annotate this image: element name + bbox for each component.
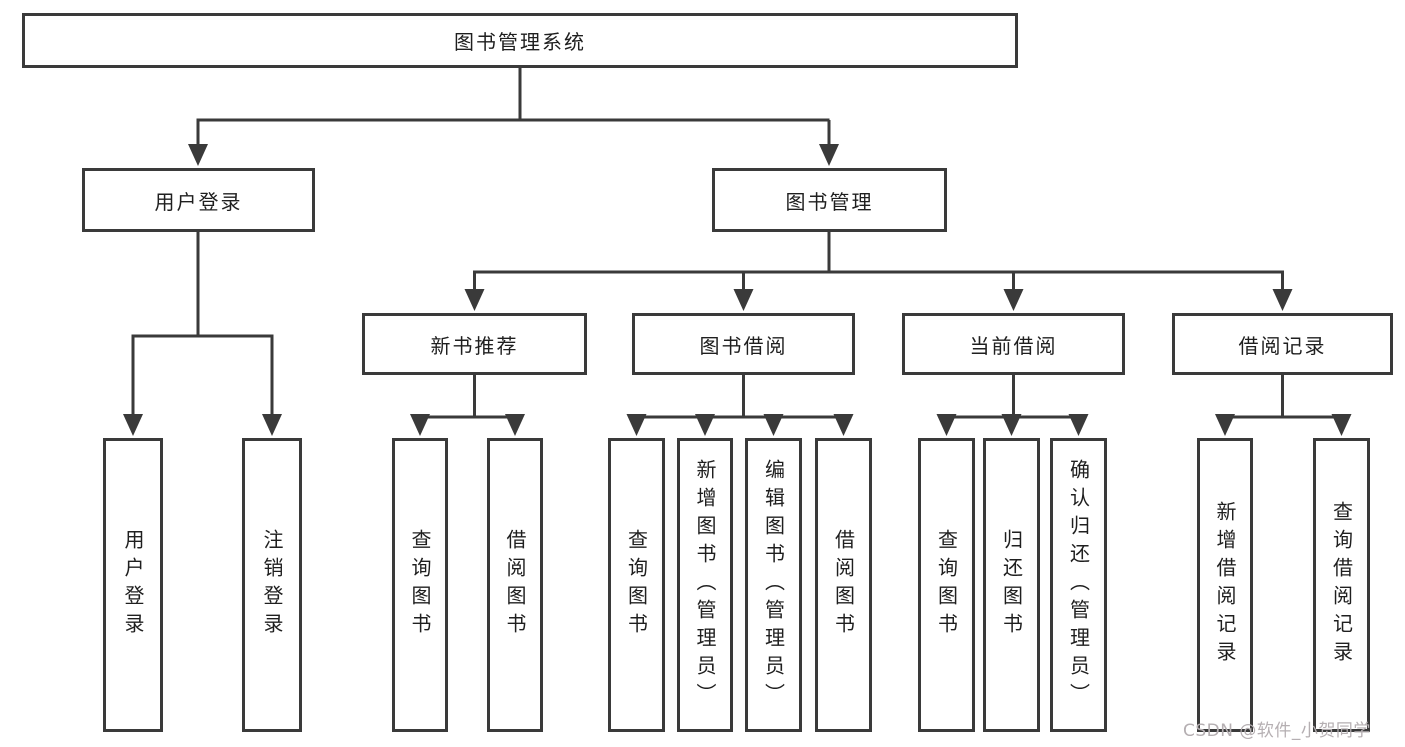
leaf-borrowing-edit-book-admin: 编辑图书（管理员） — [745, 438, 802, 732]
leaf-borrowing-borrow-books: 借阅图书 — [815, 438, 872, 732]
node-label: 当前借阅 — [969, 333, 1058, 358]
csdn-watermark: CSDN @软件_小贺同学 — [1183, 721, 1371, 741]
node-borrow-records: 借阅记录 — [1172, 313, 1393, 375]
node-label: 查询借阅记录 — [1329, 501, 1354, 669]
connector-elbows — [131, 68, 1343, 420]
node-label: 图书管理系统 — [454, 30, 586, 54]
node-label: 图书借阅 — [699, 333, 788, 358]
leaf-borrowing-add-book-admin: 新增图书（管理员） — [677, 438, 733, 732]
node-current-borrowing: 当前借阅 — [902, 313, 1125, 375]
node-label: 确认归还（管理员） — [1066, 459, 1091, 711]
leaf-current-query-books: 查询图书 — [918, 438, 975, 732]
node-label: 新书推荐 — [430, 333, 519, 358]
node-label: 归还图书 — [999, 529, 1024, 641]
node-label: 借阅图书 — [503, 529, 527, 641]
node-label: 查询图书 — [934, 529, 959, 641]
node-label: 查询图书 — [408, 529, 432, 641]
node-label: 查询图书 — [624, 529, 649, 641]
node-book-management: 图书管理 — [712, 168, 947, 232]
node-label: 编辑图书（管理员） — [761, 459, 786, 711]
node-label: 用户登录 — [154, 189, 243, 214]
node-label: 注销登录 — [260, 529, 284, 641]
leaf-newbook-borrow-books: 借阅图书 — [487, 438, 543, 732]
leaf-records-query-borrow-record: 查询借阅记录 — [1313, 438, 1370, 732]
node-label: 新增借阅记录 — [1213, 501, 1237, 669]
node-label: 用户登录 — [121, 529, 145, 641]
leaf-records-add-borrow-record: 新增借阅记录 — [1197, 438, 1253, 732]
node-user-login: 用户登录 — [82, 168, 315, 232]
node-new-book-recommend: 新书推荐 — [362, 313, 587, 375]
node-label: 借阅记录 — [1238, 333, 1327, 358]
leaf-user-login: 用户登录 — [103, 438, 163, 732]
leaf-newbook-query-books: 查询图书 — [392, 438, 448, 732]
node-label: 借阅图书 — [831, 529, 856, 641]
node-label: 图书管理 — [785, 189, 874, 214]
leaf-logout: 注销登录 — [242, 438, 302, 732]
leaf-current-confirm-return-admin: 确认归还（管理员） — [1050, 438, 1107, 732]
leaf-borrowing-query-books: 查询图书 — [608, 438, 665, 732]
node-book-borrowing: 图书借阅 — [632, 313, 855, 375]
arrow-down-icons — [123, 144, 1352, 436]
node-label: 新增图书（管理员） — [693, 459, 717, 711]
node-root-library-system: 图书管理系统 — [22, 13, 1018, 68]
leaf-current-return-books: 归还图书 — [983, 438, 1040, 732]
